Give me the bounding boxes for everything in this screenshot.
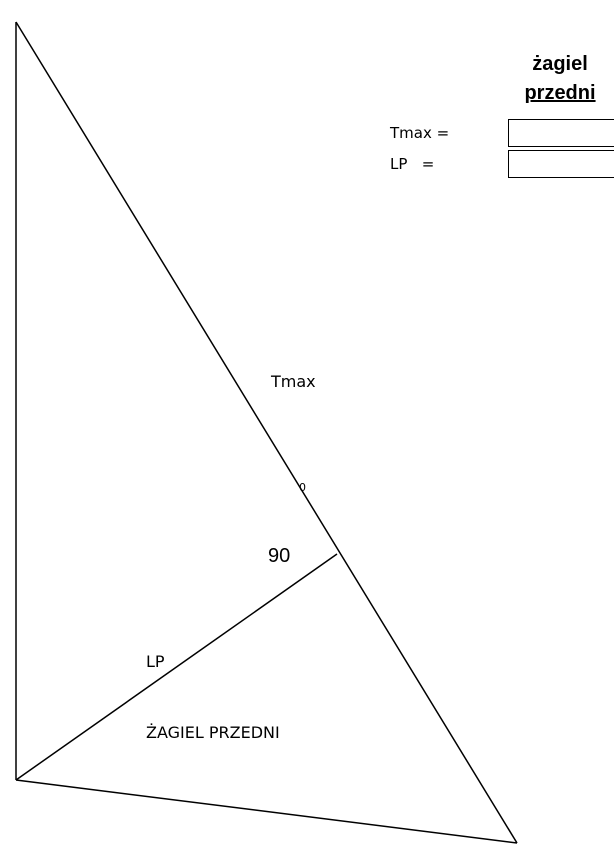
- lp-value-cell[interactable]: [508, 150, 614, 178]
- lp-edge-label: LP: [146, 652, 165, 671]
- sail-name-label: ŻAGIEL PRZEDNI: [146, 723, 280, 742]
- table-header: żagiel przedni: [490, 50, 614, 108]
- right-angle-value: 90: [268, 545, 291, 567]
- table-header-line-1: żagiel: [532, 53, 588, 75]
- tmax-value-cell[interactable]: [508, 119, 614, 147]
- lp-row-label: LP =: [390, 155, 435, 173]
- tmax-row-label: Tmax =: [390, 124, 450, 142]
- lp-perpendicular-line: [15, 553, 338, 781]
- foot-line: [15, 779, 518, 844]
- degree-mark: 0: [299, 481, 306, 494]
- table-header-line-2: przedni: [524, 82, 596, 104]
- tmax-edge-label: Tmax: [271, 372, 316, 391]
- luff-line: [15, 21, 518, 844]
